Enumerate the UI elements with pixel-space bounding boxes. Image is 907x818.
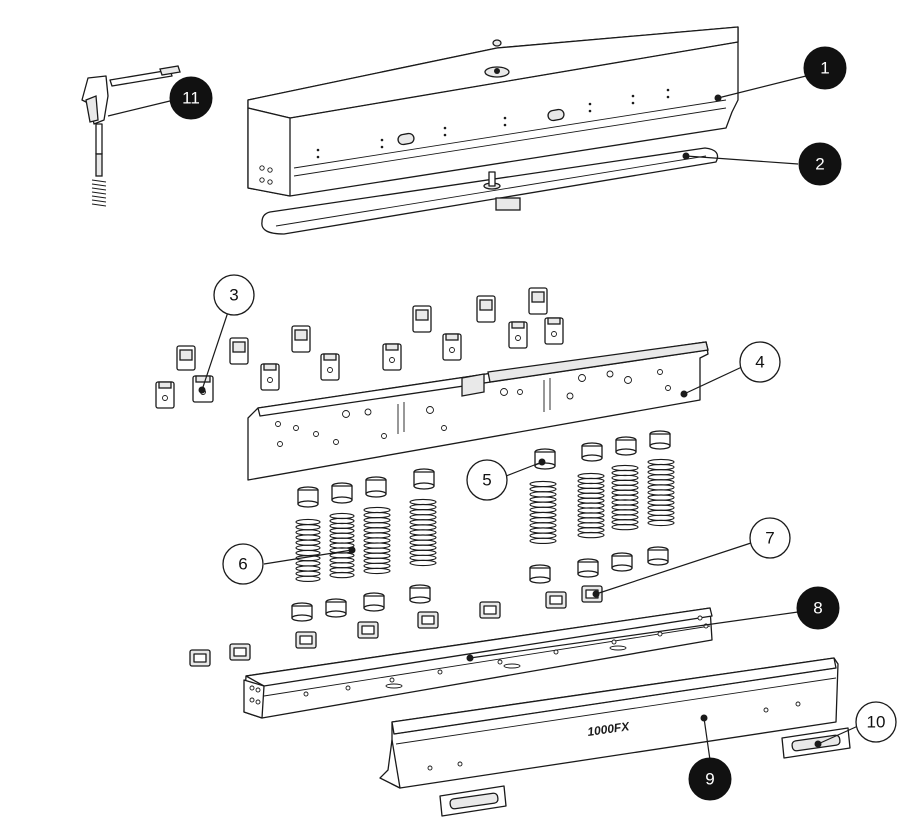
svg-text:10: 10: [867, 713, 886, 732]
svg-text:1: 1: [820, 59, 829, 78]
svg-text:3: 3: [229, 286, 238, 305]
coil-spring: [329, 512, 355, 579]
callout-2: 2: [798, 142, 842, 186]
svg-text:9: 9: [705, 770, 714, 789]
callout-4: 4: [739, 341, 781, 383]
coil-spring: [611, 464, 639, 531]
retainer-blocks: [155, 287, 564, 409]
top-housing: [247, 26, 739, 197]
coil-spring: [647, 458, 675, 527]
lower-channel: [243, 607, 713, 719]
callouts: 1 2 3 4 5 6 7 8 9 10 11: [169, 46, 897, 801]
coil-spring: [295, 518, 321, 582]
latch-assembly: [81, 65, 181, 207]
coil-spring: [409, 498, 437, 567]
svg-text:4: 4: [755, 353, 764, 372]
callout-5: 5: [466, 459, 508, 501]
svg-text:7: 7: [765, 529, 774, 548]
callout-6: 6: [222, 543, 264, 585]
cover-plate: [261, 147, 719, 235]
svg-text:8: 8: [813, 599, 822, 618]
svg-text:5: 5: [482, 471, 491, 490]
callout-8: 8: [796, 586, 840, 630]
coil-spring: [363, 506, 391, 575]
clips: [189, 585, 603, 667]
callout-7: 7: [749, 517, 791, 559]
svg-text:2: 2: [815, 155, 824, 174]
svg-text:6: 6: [238, 555, 247, 574]
leader-lines: [107, 75, 859, 761]
spring-caps: [291, 430, 671, 622]
callout-3: 3: [213, 274, 255, 316]
base-panel: 1000FX: [379, 657, 839, 789]
mounting-plate: [247, 341, 709, 481]
callout-1: 1: [803, 46, 847, 90]
coil-spring: [529, 480, 557, 544]
callout-10: 10: [855, 701, 897, 743]
model-label: 1000FX: [586, 719, 631, 739]
callout-11: 11: [169, 76, 213, 120]
callout-9: 9: [688, 757, 732, 801]
coil-spring: [577, 472, 605, 539]
svg-text:11: 11: [182, 89, 200, 108]
end-caps: [439, 727, 851, 817]
